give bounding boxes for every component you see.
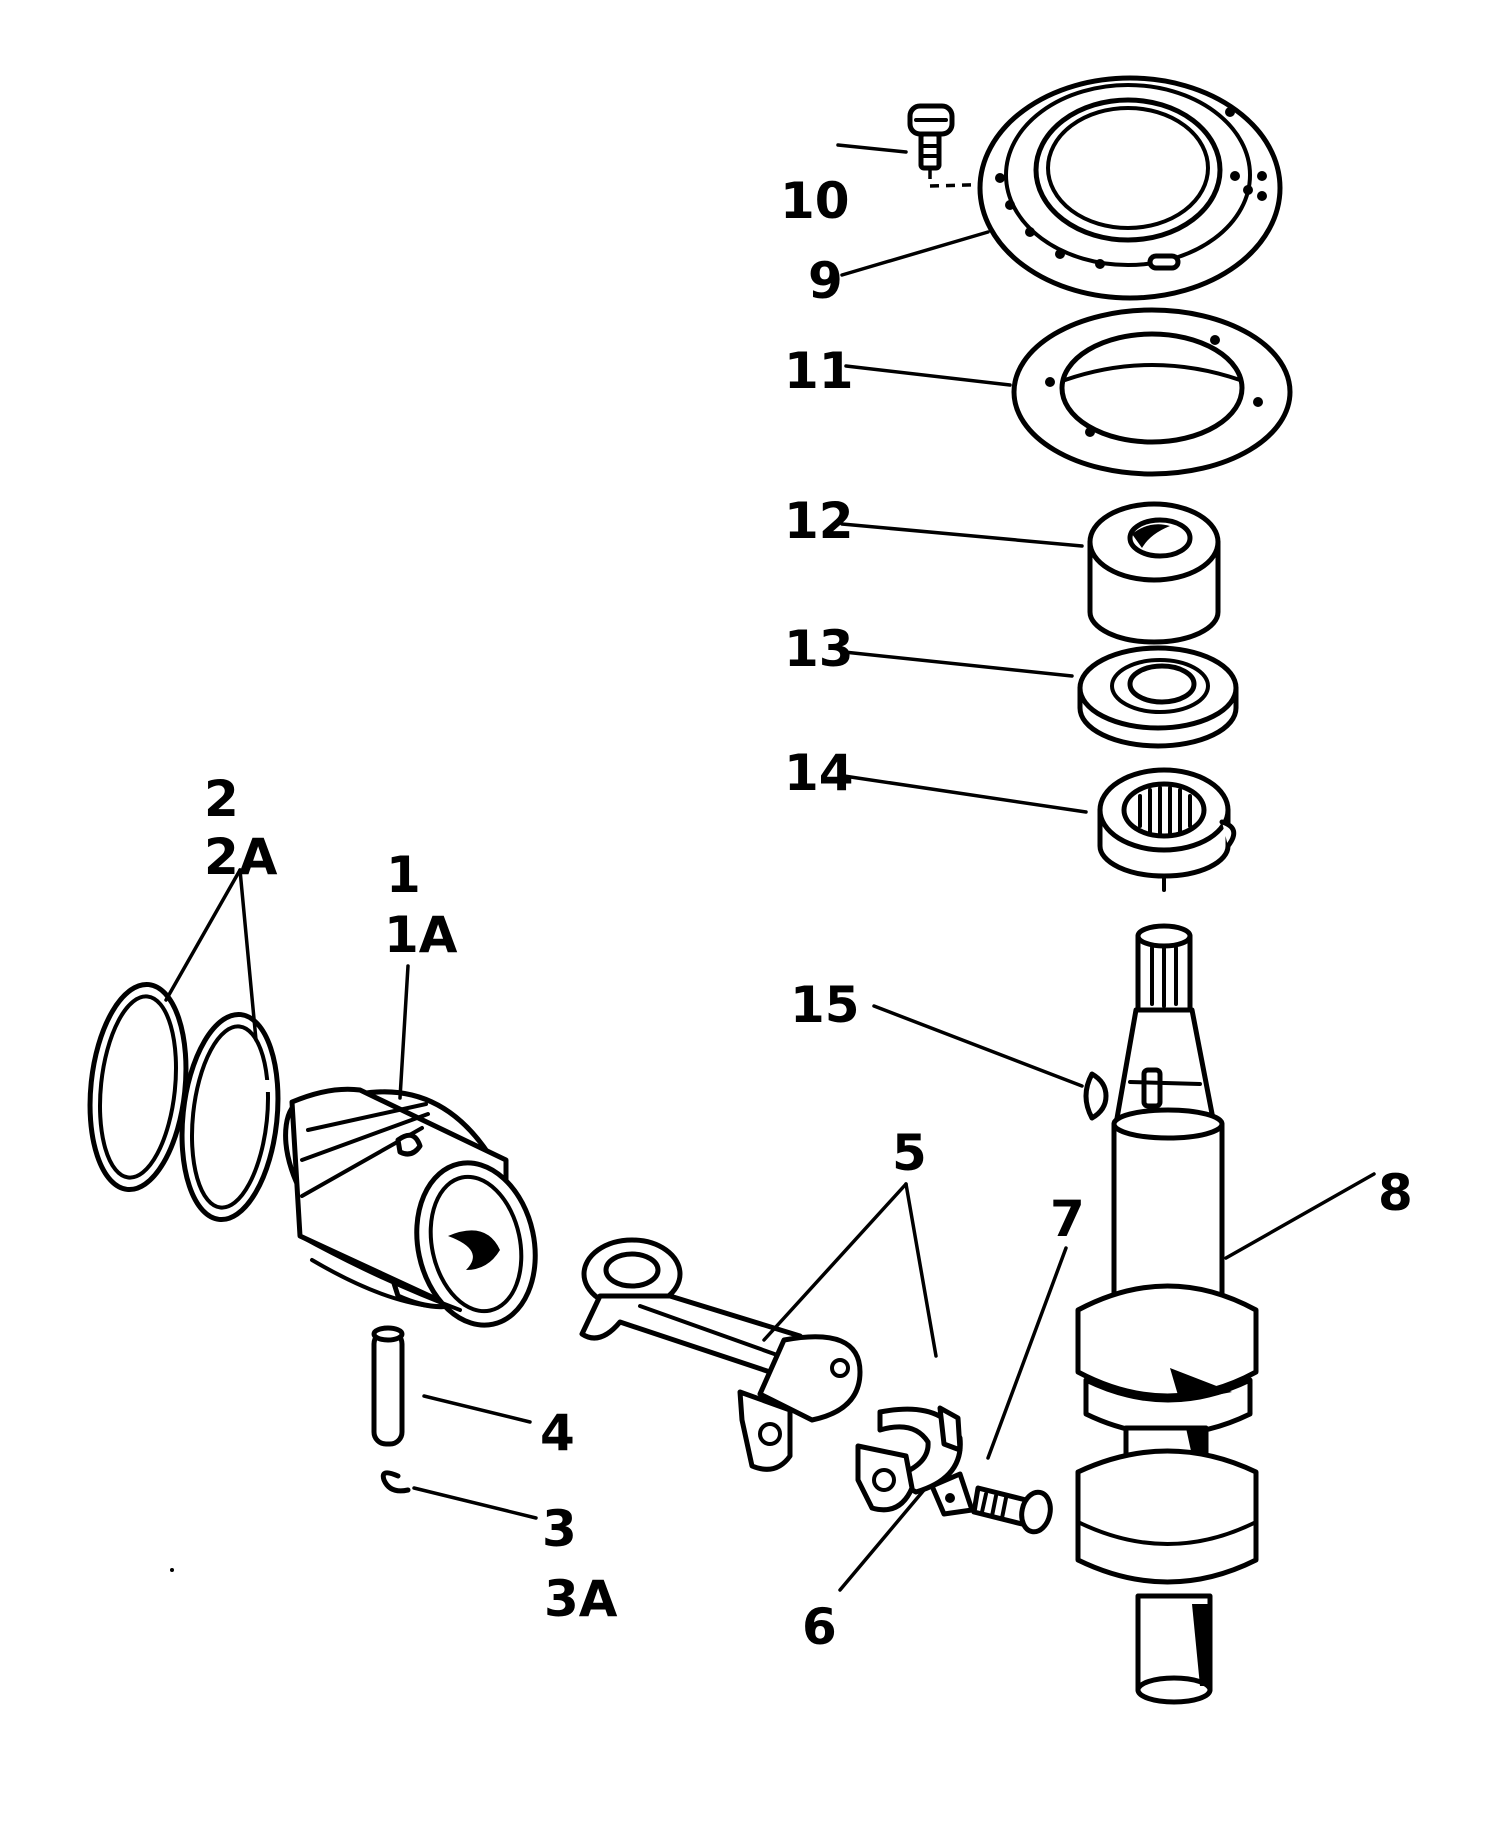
- part-1-piston: [283, 1086, 538, 1328]
- part-10-screw: [907, 103, 1006, 188]
- part-12-bushing: [1087, 501, 1221, 645]
- label-3a: 3A: [544, 1570, 618, 1628]
- label-3: 3: [542, 1500, 577, 1558]
- leader-lines: [164, 143, 1376, 1592]
- part-14-needle-bearing: [1097, 767, 1237, 892]
- part-2-piston-rings: [87, 981, 281, 1223]
- label-13: 13: [784, 620, 854, 678]
- label-7: 7: [1050, 1190, 1085, 1248]
- label-5: 5: [892, 1124, 927, 1182]
- label-6: 6: [802, 1598, 837, 1656]
- part-11-gasket: [1011, 307, 1293, 477]
- label-4: 4: [540, 1404, 575, 1462]
- part-13-seal: [1077, 645, 1239, 749]
- label-12: 12: [784, 492, 854, 550]
- label-1: 1: [386, 846, 421, 904]
- callout-labels: 10 9 11 12 13 14 15 8 7 5 2 2A 1 1A 4 3 …: [204, 172, 1413, 1656]
- label-2: 2: [204, 770, 239, 828]
- label-8: 8: [1378, 1164, 1413, 1222]
- label-11: 11: [784, 342, 854, 400]
- part-7-rod-bolt: [971, 1485, 1053, 1535]
- label-14: 14: [784, 744, 854, 802]
- label-2a: 2A: [204, 828, 278, 886]
- label-9: 9: [808, 252, 843, 310]
- label-10: 10: [780, 172, 850, 230]
- part-5-connecting-rod: [579, 1237, 963, 1513]
- part-8-crankshaft: [1075, 923, 1259, 1705]
- label-1a: 1A: [384, 906, 458, 964]
- part-9-retainer-plate: [977, 75, 1283, 301]
- part-15-key: [1083, 1071, 1109, 1121]
- speck: [170, 1568, 174, 1572]
- part-4-wrist-pin: [371, 1325, 405, 1447]
- part-3-retaining-clip: [380, 1470, 411, 1494]
- label-15: 15: [790, 976, 860, 1034]
